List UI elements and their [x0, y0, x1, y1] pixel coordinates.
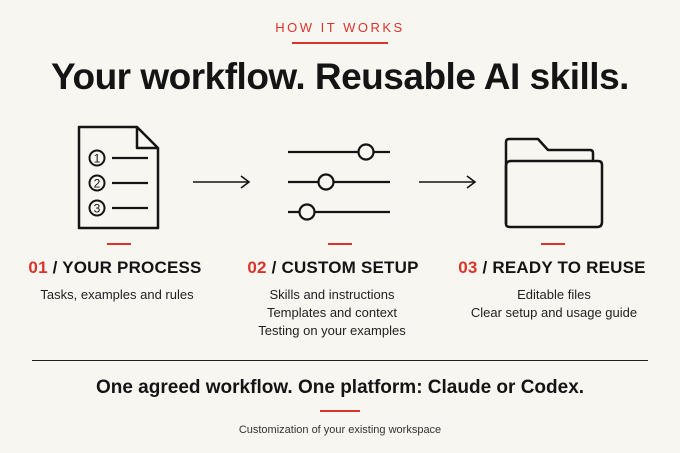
- step-3-label: READY TO REUSE: [492, 258, 646, 277]
- list-item: Tasks, examples and rules: [40, 287, 194, 302]
- step-1-number: 01: [28, 258, 48, 277]
- eyebrow-label: HOW IT WORKS: [275, 20, 405, 35]
- list-number-3-icon: 3: [88, 199, 106, 217]
- step-3-accent: [541, 243, 565, 245]
- arrow-right-icon: [193, 175, 251, 189]
- svg-text:3: 3: [94, 202, 101, 216]
- step-3-items: Editable files Clear setup and usage gui…: [444, 286, 664, 322]
- list-item: Clear setup and usage guide: [470, 305, 638, 320]
- step-2-accent: [328, 243, 352, 245]
- arrow-right-icon: [419, 175, 477, 189]
- list-number-2-icon: 2: [88, 174, 106, 192]
- step-1-accent: [107, 243, 131, 245]
- step-2-title: 02 / CUSTOM SETUP: [247, 258, 419, 277]
- list-number-1-icon: 1: [88, 149, 106, 167]
- step-3-title: 03 / READY TO REUSE: [458, 258, 646, 277]
- step-1-items: Tasks, examples and rules: [7, 286, 227, 304]
- step-2-items: Skills and instructions Templates and co…: [222, 286, 442, 340]
- sliders-icon: [288, 143, 390, 221]
- step-1-label: YOUR PROCESS: [62, 258, 202, 277]
- list-item: Templates and context: [266, 305, 398, 320]
- footer-accent: [320, 410, 360, 412]
- footer-headline: One agreed workflow. One platform: Claud…: [95, 377, 585, 398]
- folder-icon: [504, 137, 604, 229]
- list-item: Skills and instructions: [269, 287, 395, 302]
- step-1-title: 01 / YOUR PROCESS: [28, 258, 202, 277]
- eyebrow-underline: [292, 42, 388, 44]
- svg-text:2: 2: [94, 177, 101, 191]
- step-2-label: CUSTOM SETUP: [281, 258, 419, 277]
- step-3-number: 03: [458, 258, 478, 277]
- step-2-number: 02: [247, 258, 267, 277]
- list-item: Testing on your examples: [258, 323, 406, 338]
- page-title: Your workflow. Reusable AI skills.: [51, 56, 629, 97]
- section-divider: [32, 360, 648, 361]
- footer-note: Customization of your existing workspace: [238, 424, 442, 436]
- document-list-icon: 1 2 3: [77, 125, 160, 230]
- svg-text:1: 1: [94, 152, 101, 166]
- list-item: Editable files: [517, 287, 591, 302]
